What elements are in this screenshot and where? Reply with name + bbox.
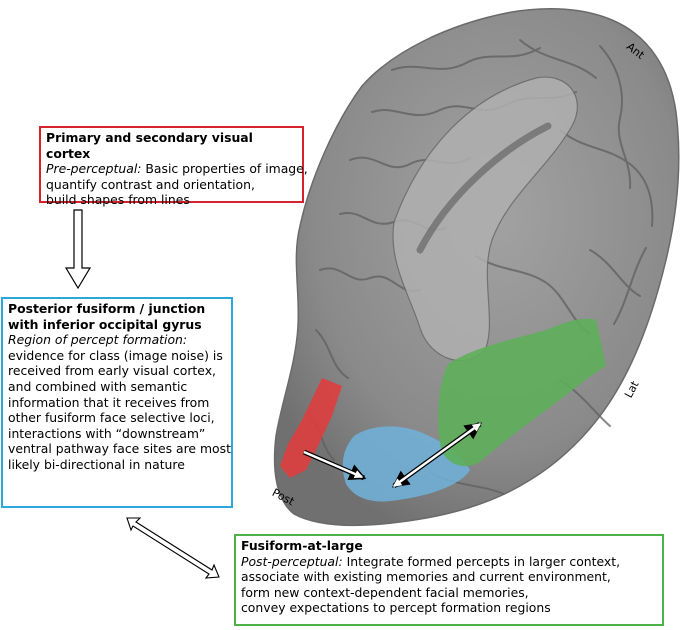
primary-box-title: Primary and secondary visual cortex <box>46 130 253 161</box>
region-early-visual-cortex <box>280 378 342 478</box>
posterior-box-lead: Region of percept formation: <box>8 332 188 348</box>
posterior-box-text: interactions with “downstream” <box>8 425 206 441</box>
posterior-box-text: ventral pathway face sites are most <box>8 441 231 457</box>
primary-box-lead: Pre-perceptual: <box>46 161 142 177</box>
fusiform-box-text: convey expectations to percept formation… <box>241 600 551 616</box>
primary-box-line: Pre-perceptual: Basic properties of imag… <box>46 161 308 177</box>
primary-box-text: build shapes from lines <box>46 192 190 208</box>
posterior-box-text: and combined with semantic <box>8 378 188 394</box>
posterior-box-text: other fusiform face selective loci, <box>8 410 215 426</box>
fusiform-box-title: Fusiform-at-large <box>241 538 363 553</box>
posterior-box-text: likely bi-directional in nature <box>8 456 185 472</box>
arrow-primary-to-posterior <box>64 209 92 290</box>
fusiform-box-text: Integrate formed percepts in larger cont… <box>342 553 621 569</box>
posterior-box-title: Posterior fusiform / junction <box>8 301 206 316</box>
primary-box-text: Basic properties of image, <box>141 161 308 177</box>
fusiform-box-text: form new context-dependent facial memori… <box>241 584 529 600</box>
arrow-early-to-fusiform <box>303 449 367 481</box>
brain-surface <box>273 7 680 527</box>
posterior-fusiform-box: Posterior fusiform / junction with infer… <box>1 297 233 508</box>
arrow-posterior-fusiform-bidirectional <box>126 517 220 579</box>
fusiform-box-lead: Post-perceptual: <box>241 553 343 569</box>
posterior-box-text: evidence for class (image noise) is <box>8 347 223 363</box>
corpus-callosum <box>416 122 552 254</box>
posterior-box-text: received from early visual cortex, <box>8 363 216 379</box>
arrow-bidirectional-fusiform <box>391 421 483 489</box>
fusiform-box-line: Post-perceptual: Integrate formed percep… <box>241 554 657 570</box>
posterior-box-title: with inferior occipital gyrus <box>8 316 202 332</box>
fusiform-at-large-box: Fusiform-at-large Post-perceptual: Integ… <box>234 534 664 626</box>
medial-wall <box>392 76 578 362</box>
primary-visual-cortex-box: Primary and secondary visual cortex Pre-… <box>39 126 308 207</box>
fusiform-box-text: associate with existing memories and cur… <box>241 569 611 585</box>
posterior-box-text: information that it receives from <box>8 394 210 410</box>
primary-box-text: quantify contrast and orientation, <box>46 176 255 192</box>
